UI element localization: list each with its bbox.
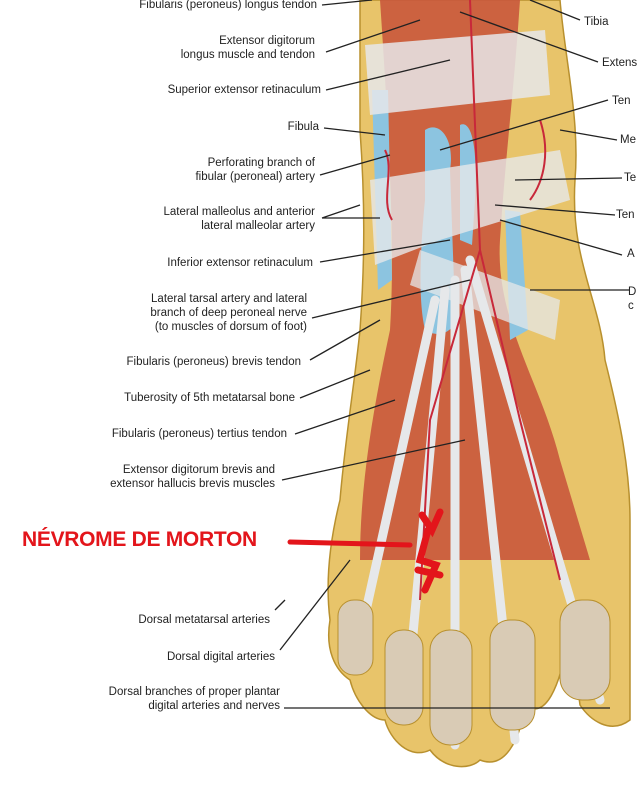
label-dorsal-metatarsal-arteries: Dorsal metatarsal arteries bbox=[138, 613, 270, 627]
inferior-extensor-retinaculum bbox=[370, 150, 570, 265]
label-line: Extens bbox=[602, 57, 637, 69]
label-line: D bbox=[628, 286, 637, 298]
superior-extensor-retinaculum bbox=[365, 30, 550, 115]
label-line: Fibularis (peroneus) longus tendon bbox=[139, 0, 317, 11]
label-line: Superior extensor retinaculum bbox=[167, 84, 321, 96]
label-fibularis-tertius-tendon: Fibularis (peroneus) tertius tendon bbox=[112, 427, 287, 441]
label-extensor-digitorum-brevis: Extensor digitorum brevis and extensor ha… bbox=[110, 463, 275, 491]
label-extensor-digitorum-longus: Extensor digitorum longus muscle and tend… bbox=[181, 34, 315, 62]
label-line: Extensor digitorum bbox=[219, 35, 315, 47]
label-line: Ten bbox=[612, 95, 631, 107]
label-line: c bbox=[628, 300, 634, 312]
label-line: longus muscle and tendon bbox=[180, 49, 315, 61]
label-line: Tibia bbox=[584, 16, 609, 28]
label-extensor-truncated: Extens bbox=[602, 56, 637, 70]
label-line: Lateral malleolus and anterior bbox=[163, 206, 315, 218]
label-line: Tuberosity of 5th metatarsal bone bbox=[124, 392, 295, 404]
label-tendon-truncated: Ten bbox=[612, 94, 631, 108]
label-line: Fibularis (peroneus) brevis tendon bbox=[126, 356, 301, 368]
label-line: (to muscles of dorsum of foot) bbox=[154, 321, 307, 333]
label-perforating-branch: Perforating branch of fibular (peroneal) … bbox=[195, 156, 315, 184]
label-line: Dorsal branches of proper plantar bbox=[108, 686, 280, 698]
label-line: Me bbox=[620, 134, 636, 146]
label-artery-truncated: A bbox=[627, 247, 635, 261]
label-line: Fibularis (peroneus) tertius tendon bbox=[111, 428, 287, 440]
label-tuberosity-5th-metatarsal: Tuberosity of 5th metatarsal bone bbox=[124, 391, 295, 405]
label-line: Perforating branch of bbox=[207, 157, 315, 169]
label-line: branch of deep peroneal nerve bbox=[150, 307, 307, 319]
label-medial-truncated: Me bbox=[620, 133, 636, 147]
label-line: Inferior extensor retinaculum bbox=[167, 257, 313, 269]
morton-neuroma-label: NÉVROME DE MORTON bbox=[22, 528, 257, 551]
leader-lines bbox=[274, 0, 630, 709]
label-line: Ten bbox=[616, 209, 635, 221]
label-line: lateral malleolar artery bbox=[201, 220, 315, 232]
label-line: Dorsal metatarsal arteries bbox=[138, 614, 270, 626]
label-line: Fibula bbox=[287, 121, 319, 133]
label-lateral-malleolus: Lateral malleolus and anterior lateral ma… bbox=[163, 205, 315, 233]
label-fibula: Fibula bbox=[288, 120, 319, 134]
toes bbox=[337, 599, 611, 746]
label-tibia: Tibia bbox=[584, 15, 609, 29]
label-tendon-truncated-2: Te bbox=[624, 171, 636, 185]
label-line: fibular (peroneal) artery bbox=[195, 171, 315, 183]
label-line: digital arteries and nerves bbox=[148, 700, 280, 712]
label-dorsal-branches-plantar: Dorsal branches of proper plantar digital… bbox=[109, 685, 280, 713]
label-fibularis-brevis-tendon: Fibularis (peroneus) brevis tendon bbox=[126, 355, 301, 369]
label-line: Extensor digitorum brevis and bbox=[122, 464, 275, 476]
label-line: Te bbox=[624, 172, 637, 184]
label-lateral-tarsal-artery: Lateral tarsal artery and lateral branch … bbox=[150, 292, 307, 334]
label-dorsal-digital-arteries: Dorsal digital arteries bbox=[167, 650, 275, 664]
label-line: A bbox=[627, 248, 635, 260]
morton-neuroma-marker bbox=[414, 508, 444, 594]
label-line: extensor hallucis brevis muscles bbox=[110, 478, 275, 490]
morton-arrow bbox=[287, 539, 413, 548]
label-tendon-truncated-3: Ten bbox=[616, 208, 635, 222]
label-inferior-extensor-retinaculum: Inferior extensor retinaculum bbox=[167, 256, 313, 270]
label-line: Dorsal digital arteries bbox=[166, 651, 275, 663]
label-line: Lateral tarsal artery and lateral bbox=[151, 293, 307, 305]
label-fibularis-longus-tendon: Fibularis (peroneus) longus tendon bbox=[139, 0, 317, 12]
label-superior-extensor-retinaculum: Superior extensor retinaculum bbox=[168, 83, 321, 97]
